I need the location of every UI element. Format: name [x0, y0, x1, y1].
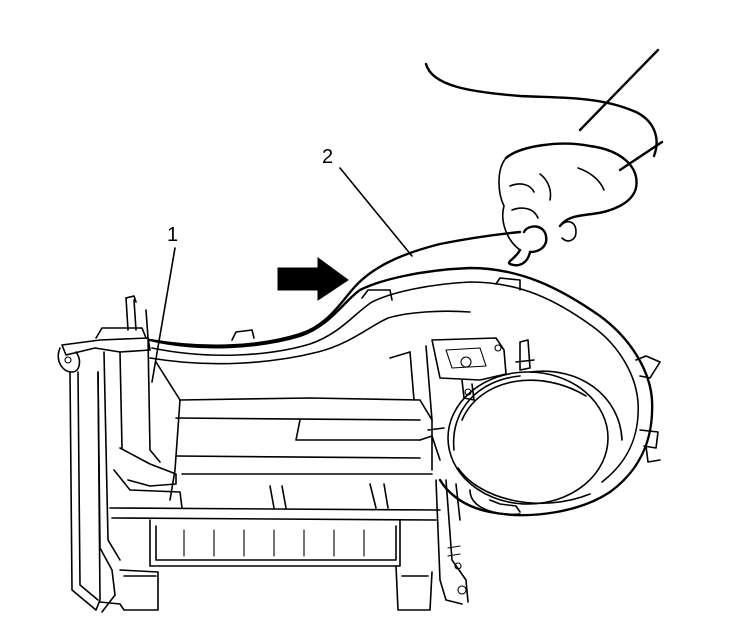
seal-strip	[148, 230, 522, 347]
arrow-right-icon	[277, 257, 349, 301]
leader-line-1	[151, 247, 176, 383]
blower-housing	[57, 266, 661, 613]
hand-illustration	[424, 48, 664, 267]
callout-label-1: 1	[167, 224, 179, 246]
leader-line-2	[339, 167, 413, 257]
callout-leaders	[151, 167, 413, 383]
callout-label-2: 2	[322, 146, 334, 168]
